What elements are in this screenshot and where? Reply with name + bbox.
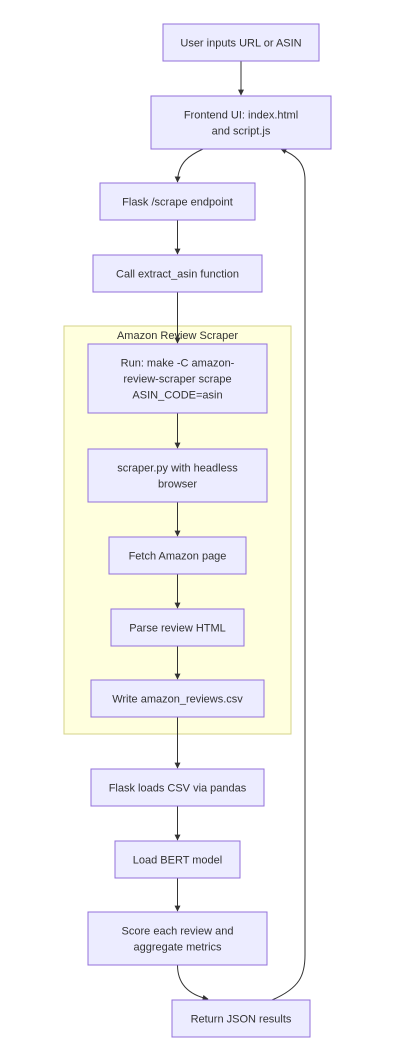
- node-label: Parse review HTML: [129, 623, 226, 635]
- node-flask-csv: Flask loads CSV via pandas: [90, 768, 265, 807]
- node-label: Fetch Amazon page: [129, 551, 227, 563]
- node-box: [90, 679, 265, 718]
- node-box: [110, 608, 245, 647]
- node-label: Write amazon_reviews.csv: [112, 694, 243, 706]
- node-extract-asin: Call extract_asin function: [92, 254, 263, 293]
- node-write-csv: Write amazon_reviews.csv: [90, 679, 265, 718]
- node-label: Frontend UI: index.html: [184, 110, 298, 122]
- edge-return-json-to-frontend-ui: [271, 148, 306, 1001]
- node-label: ASIN_CODE=asin: [132, 390, 222, 402]
- node-label: scraper.py with headless: [117, 463, 238, 475]
- node-label: browser: [158, 479, 197, 491]
- node-box: [108, 536, 247, 575]
- node-label: Score each review and: [122, 926, 234, 938]
- node-label: review-scraper scrape: [123, 374, 231, 386]
- node-box: [150, 95, 332, 150]
- node-box: [99, 182, 256, 221]
- node-box: [92, 254, 263, 293]
- edge-score-review-to-return-json: [177, 964, 209, 1001]
- node-label: Return JSON results: [191, 1014, 292, 1026]
- node-return-json: Return JSON results: [171, 999, 311, 1038]
- node-label: Call extract_asin function: [116, 269, 239, 281]
- node-user-input: User inputs URL or ASIN: [162, 23, 320, 62]
- node-score-review: Score each review and aggregate metrics: [87, 911, 268, 966]
- edge-frontend-ui-to-flask-endpoint: [174, 148, 204, 183]
- node-box: [114, 840, 241, 879]
- node-label: aggregate metrics: [133, 942, 222, 954]
- node-label: Flask loads CSV via pandas: [109, 783, 247, 795]
- node-box: [87, 448, 268, 503]
- node-parse-html: Parse review HTML: [110, 608, 245, 647]
- nodes: User inputs URL or ASIN Frontend UI: inde…: [87, 23, 332, 1038]
- node-scraper-py: scraper.py with headless browser: [87, 448, 268, 503]
- node-label: Flask /scrape endpoint: [122, 197, 233, 209]
- node-label: Run: make -C amazon-: [121, 358, 235, 370]
- node-label: Load BERT model: [133, 855, 222, 867]
- node-box: [90, 768, 265, 807]
- node-box: [87, 343, 268, 414]
- node-box: [162, 23, 320, 62]
- edges: [174, 61, 306, 1001]
- node-run-make: Run: make -C amazon-review-scraper scrap…: [87, 343, 268, 414]
- node-box: [87, 911, 268, 966]
- node-load-bert: Load BERT model: [114, 840, 241, 879]
- node-fetch-page: Fetch Amazon page: [108, 536, 247, 575]
- node-flask-endpoint: Flask /scrape endpoint: [99, 182, 256, 221]
- node-label: User inputs URL or ASIN: [180, 38, 301, 50]
- node-frontend-ui: Frontend UI: index.html and script.js: [150, 95, 332, 150]
- node-label: and script.js: [212, 126, 271, 138]
- node-box: [171, 999, 311, 1038]
